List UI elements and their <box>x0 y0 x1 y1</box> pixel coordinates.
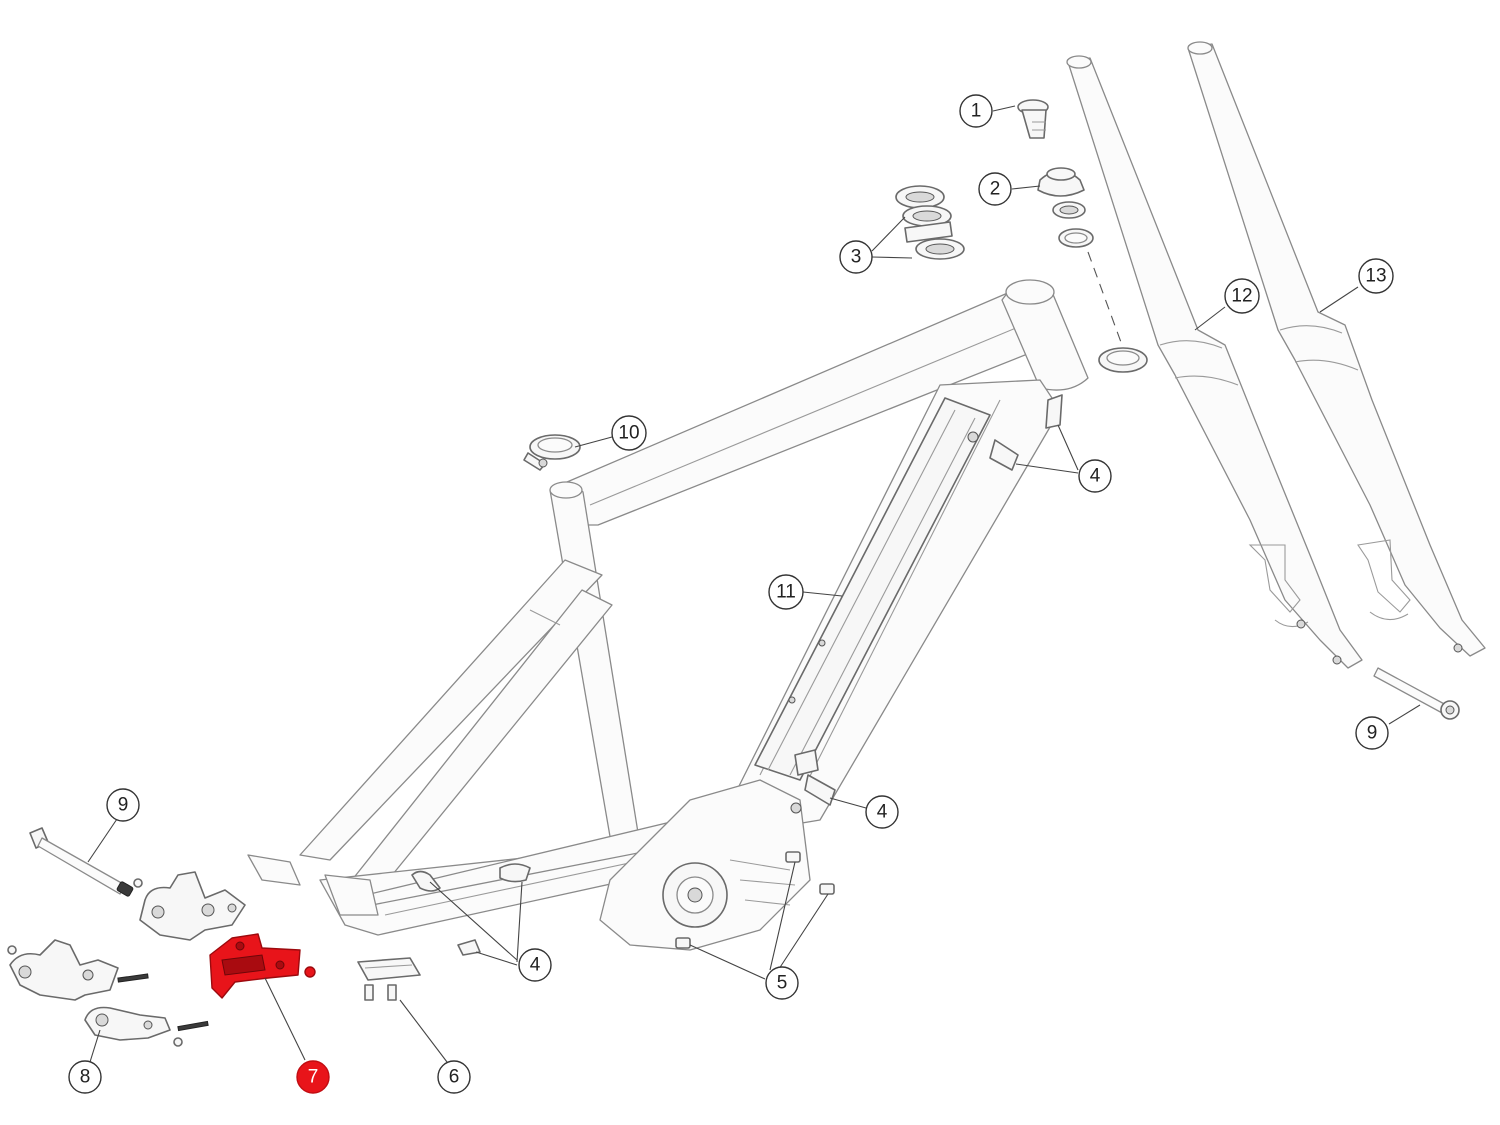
callout-4-chainstay: 4 <box>518 948 552 982</box>
callout-4-upper: 4 <box>1078 459 1112 493</box>
svg-text:4: 4 <box>877 802 888 823</box>
svg-text:6: 6 <box>449 1067 460 1088</box>
top-cap-1 <box>1017 99 1049 139</box>
frame <box>247 279 1089 956</box>
svg-text:13: 13 <box>1365 266 1386 287</box>
callout-9-front: 9 <box>1355 716 1389 750</box>
svg-text:4: 4 <box>530 955 541 976</box>
motor-bolts-5 <box>675 851 835 949</box>
spacers-3 <box>895 185 965 260</box>
svg-text:1: 1 <box>971 101 982 122</box>
svg-text:5: 5 <box>777 973 788 994</box>
svg-text:10: 10 <box>618 423 639 444</box>
svg-text:8: 8 <box>80 1067 91 1088</box>
front-axle-9 <box>1373 667 1460 720</box>
callout-8: 8 <box>68 1060 102 1094</box>
dropout-left <box>7 939 149 1001</box>
callout-13: 13 <box>1358 258 1394 294</box>
callout-6: 6 <box>437 1060 471 1094</box>
callout-9-rear: 9 <box>106 788 140 822</box>
svg-text:9: 9 <box>118 795 129 816</box>
dropout-upper <box>139 871 246 941</box>
fork-12 <box>1066 55 1363 669</box>
chainstay-plate-6 <box>357 957 421 1001</box>
svg-text:11: 11 <box>776 582 796 603</box>
svg-text:12: 12 <box>1231 286 1252 307</box>
svg-text:3: 3 <box>851 247 862 268</box>
headset-axis <box>1087 251 1123 346</box>
callout-1: 1 <box>959 94 993 128</box>
fork-13 <box>1187 41 1486 657</box>
svg-text:9: 9 <box>1367 723 1378 744</box>
callout-12: 12 <box>1224 278 1260 314</box>
headset-cup-2 <box>1037 167 1094 248</box>
callout-7-highlighted: 7 <box>296 1060 330 1094</box>
svg-text:7: 7 <box>308 1067 319 1088</box>
motor-mount-bracket-7 <box>209 933 316 999</box>
derailleur-hanger-8 <box>84 1006 209 1047</box>
callout-5: 5 <box>765 966 799 1000</box>
seat-clamp-10 <box>523 434 581 471</box>
callout-2: 2 <box>978 172 1012 206</box>
rear-axle-9 <box>29 827 143 897</box>
lower-bearing <box>1098 347 1148 373</box>
leader-lines <box>87 105 1421 1063</box>
callout-4-lower: 4 <box>865 795 899 829</box>
callout-10: 10 <box>611 415 647 451</box>
svg-text:2: 2 <box>990 179 1001 200</box>
svg-text:4: 4 <box>1090 466 1101 487</box>
callout-3: 3 <box>839 240 873 274</box>
callout-11: 11 <box>768 574 804 610</box>
